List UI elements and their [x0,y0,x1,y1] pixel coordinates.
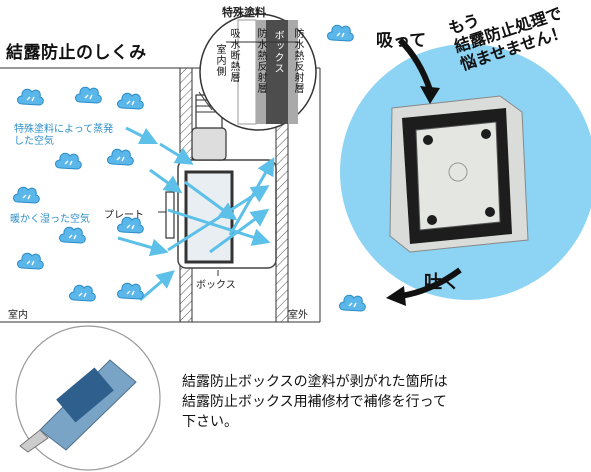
indoor-label: 室内 [8,310,28,321]
repair-note-line: 下さい。 [182,414,238,430]
diagram-title: 結露防止のしくみ [6,43,147,63]
outdoor-label: 室外 [288,310,308,321]
cloud [58,226,86,244]
inhale-arrow [397,37,433,91]
zoom-pointer [198,91,213,111]
evaporated-air-label: 特殊塗料によって蒸発した空気 [14,124,114,147]
repair-note-line: 結露防止ボックスの塗料が剥がれた箇所は [182,374,448,390]
layer-label-reflect-1: 防水熱反射層 [255,28,266,94]
cloud [54,152,82,170]
cloud [68,284,96,302]
exhale-label: 吐く [424,272,460,293]
cloud [16,88,44,106]
special-coating-label: 特殊塗料 [222,6,266,19]
cloud [116,282,144,300]
cloud [12,186,40,204]
repair-note: 結露防止ボックスの塗料が剥がれた箇所は 結露防止ボックス用補修材で補修を行って … [182,372,448,432]
layer-box [266,20,288,124]
cloud [338,294,366,312]
inhale-label: 吸って [376,31,427,51]
layer-reflect-2 [288,20,298,124]
cloud [106,148,134,166]
connector [191,127,227,161]
cloud [74,86,102,104]
repair-note-line: 結露防止ボックス用補修材で補修を行って [182,394,447,410]
cloud [326,24,354,42]
box-label: ボックス [196,280,236,291]
exhale-arrow [399,267,462,299]
layer-label-box: ボックス [272,30,283,74]
indoor-side-label: 室内側 [214,44,225,77]
repair-tube [19,359,137,453]
cloud [116,92,144,110]
cloud [16,252,44,270]
plate [165,191,175,239]
air-flow-arrows [117,126,275,302]
layer-reflect-1 [256,20,266,124]
plate-label: プレート [104,210,144,221]
product-box [389,95,529,253]
warm-air-label: 暖かく湿った空気 [10,214,90,225]
layer-label-reflect-2: 防水熱反射層 [292,28,303,94]
layer-label-absorbing: 吸水断熱層 [228,28,239,83]
